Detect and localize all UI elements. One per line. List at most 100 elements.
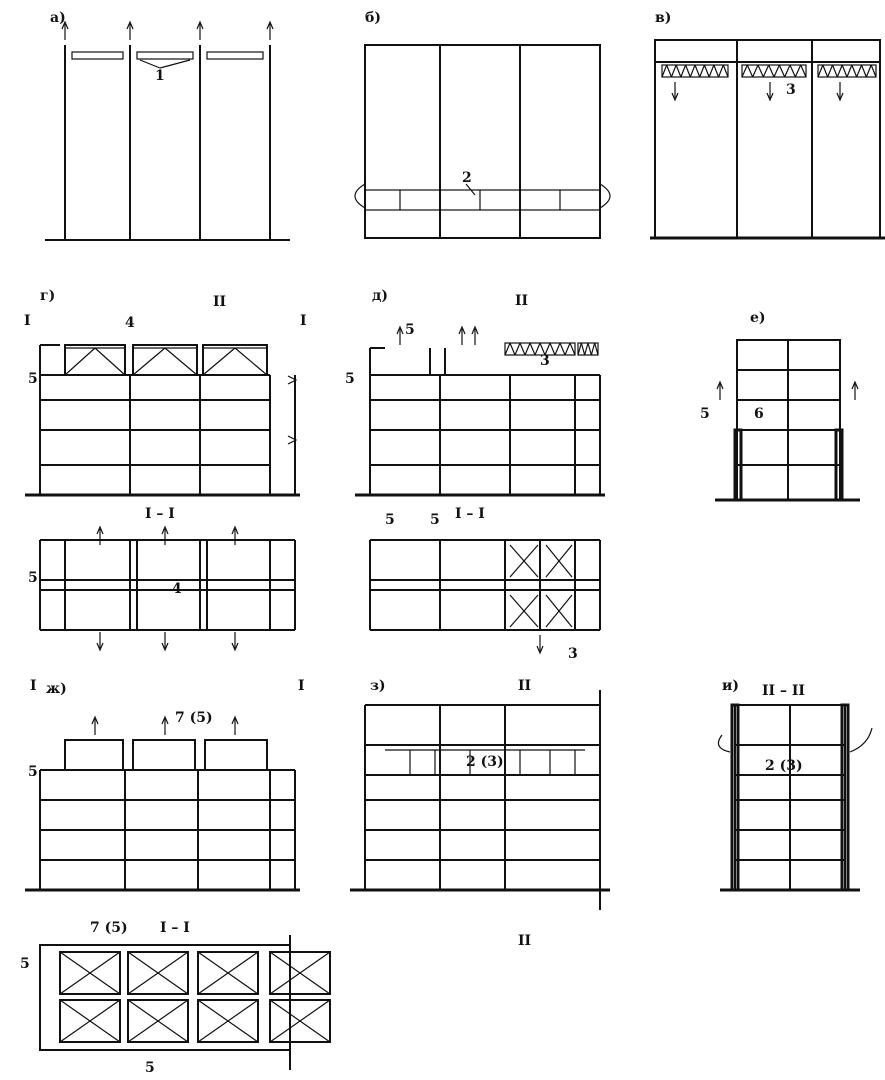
cross-brace	[59, 999, 121, 1043]
label-2-3-z: 2 (3)	[466, 754, 504, 770]
arrow-up-icon	[196, 20, 204, 30]
truss-web	[580, 342, 586, 356]
label-section-II-II: II – II	[762, 683, 805, 699]
truss-web	[534, 342, 541, 356]
truss-web	[865, 64, 872, 78]
truss-web	[685, 64, 691, 78]
arrow-up-icon	[126, 20, 134, 30]
truss-web	[544, 342, 551, 356]
beam	[136, 51, 194, 60]
line	[94, 347, 126, 376]
arrow-up-icon	[458, 325, 466, 335]
roof-panel	[132, 344, 198, 376]
beam	[71, 51, 124, 60]
cell	[269, 999, 331, 1043]
truss-web	[846, 64, 853, 78]
drawing-geometry	[25, 20, 885, 1070]
label-section-I-I-zh: I – I	[160, 920, 190, 936]
arrow-up-icon	[91, 715, 99, 725]
panel-label-i: и)	[722, 678, 739, 694]
roof-slab	[204, 739, 268, 771]
label-section-I-I-d: I – I	[455, 506, 485, 522]
plan-outline	[39, 944, 291, 1051]
label-5: 5	[28, 371, 38, 387]
truss-web	[529, 342, 536, 356]
truss-web	[746, 64, 754, 78]
label-5-e: 5	[700, 406, 710, 422]
truss-web	[800, 64, 807, 78]
arrow-down-icon	[231, 642, 239, 652]
loop-arrow-icon	[599, 183, 611, 209]
arrow-down-icon	[536, 645, 544, 655]
truss-web	[577, 342, 582, 356]
truss-web	[675, 64, 682, 78]
cross-brace	[127, 999, 189, 1043]
truss-web	[504, 342, 511, 356]
panel-label-g: г)	[40, 288, 55, 304]
panel-label-z: з)	[370, 678, 386, 694]
panel-label-e: е)	[750, 310, 766, 326]
label-sec2-z-top: II	[518, 678, 531, 694]
truss-web	[549, 342, 556, 356]
truss-web	[762, 64, 770, 78]
arrow-up-icon	[231, 525, 239, 535]
truss-web	[757, 64, 764, 78]
label-5-d: 5	[405, 322, 415, 338]
cross-brace	[509, 594, 539, 628]
jack-column	[733, 428, 743, 502]
roof-slab	[64, 739, 124, 771]
truss-web	[564, 342, 571, 356]
truss-web	[514, 342, 521, 356]
truss-web	[584, 342, 589, 356]
truss-web	[784, 64, 791, 78]
cross-brace	[509, 544, 539, 578]
label-2-3-i: 2 (3)	[765, 758, 803, 774]
arrow-down-icon	[161, 642, 169, 652]
truss-web	[841, 64, 848, 78]
truss-web	[594, 342, 599, 356]
arrow-up-icon	[716, 380, 724, 390]
truss-web	[524, 342, 531, 356]
label-6-e: 6	[754, 406, 764, 422]
truss-web	[752, 64, 759, 78]
truss-web	[836, 64, 843, 78]
line	[364, 44, 601, 239]
truss-web	[694, 64, 701, 78]
label-5-d-left: 5	[345, 371, 355, 387]
arrow-up-icon	[161, 525, 169, 535]
truss-web	[519, 342, 526, 356]
panel-label-zh: ж)	[46, 681, 67, 697]
truss-web	[789, 64, 796, 78]
cross-brace	[545, 594, 573, 628]
truss-web	[827, 64, 834, 78]
truss-web	[590, 342, 596, 356]
cross-brace	[545, 544, 573, 578]
line	[202, 347, 236, 376]
label-5-plan: 5	[28, 570, 38, 586]
truss-web	[689, 64, 696, 78]
truss-web	[569, 342, 576, 356]
cross-brace	[197, 999, 259, 1043]
truss-web	[870, 64, 877, 78]
label-3: 3	[786, 82, 796, 98]
label-5-d-plan-b: 5	[430, 512, 440, 528]
truss-web	[722, 64, 729, 78]
truss-web	[554, 342, 561, 356]
panel-label-d: д)	[372, 288, 388, 304]
truss-web	[822, 64, 829, 78]
truss-web	[680, 64, 687, 78]
cell	[197, 951, 259, 995]
line	[654, 39, 881, 239]
truss-web	[718, 64, 724, 78]
break-mark	[287, 375, 298, 385]
arrow-down-icon	[96, 642, 104, 652]
label-sec2-g: II	[213, 294, 226, 310]
truss-web	[817, 64, 824, 78]
line	[64, 347, 96, 376]
label-4: 4	[125, 315, 135, 331]
arrow-up-icon	[96, 525, 104, 535]
label-sec1-zh-left: I	[30, 678, 37, 694]
label-7-zh: 7 (5)	[175, 710, 213, 726]
leader	[159, 59, 191, 69]
